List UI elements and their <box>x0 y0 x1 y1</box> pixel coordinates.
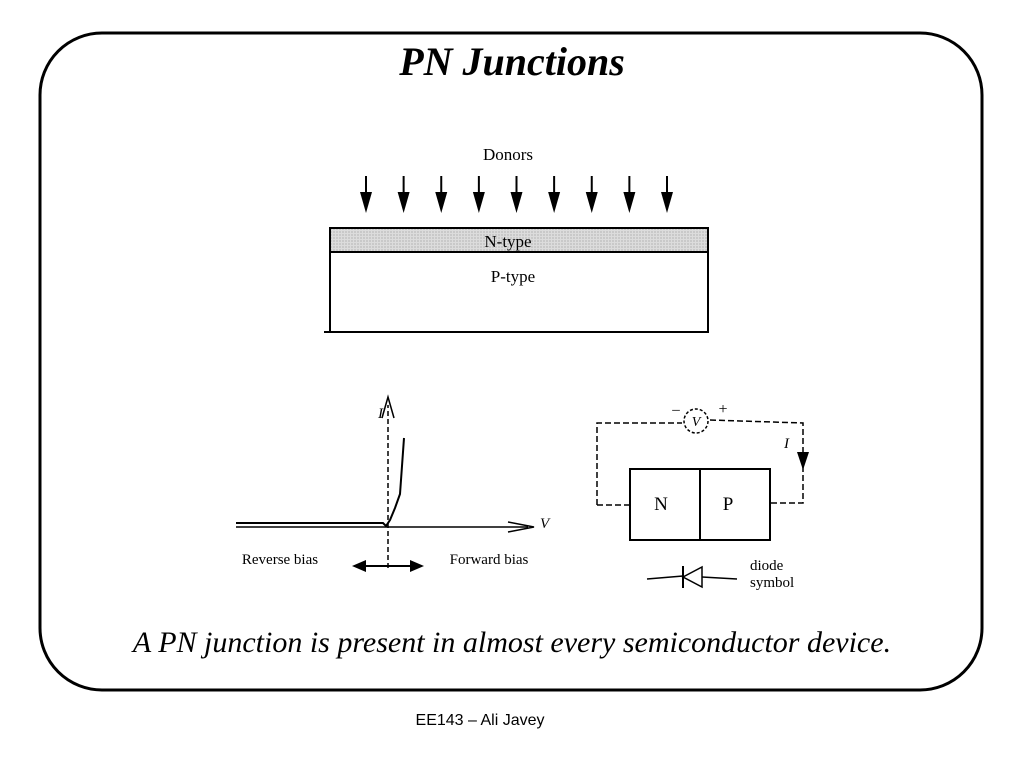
donor-arrow <box>585 176 598 213</box>
p-block-label: P <box>723 494 734 515</box>
donor-arrow <box>435 176 448 213</box>
circuit-wire-right <box>770 448 804 504</box>
n-block-label: N <box>654 494 668 515</box>
n-type-label: N-type <box>484 232 531 251</box>
slide-frame <box>38 31 984 692</box>
donor-arrow <box>623 176 636 213</box>
slide-caption: A PN junction is present in almost every… <box>131 626 891 659</box>
p-type-label: P-type <box>491 267 535 286</box>
donor-arrow <box>510 176 523 213</box>
v-axis-arrowhead <box>507 521 535 533</box>
circuit-wire-top <box>596 419 804 505</box>
reverse-bias-label: Reverse bias <box>242 552 318 568</box>
doping-diagram: Donors N-type P-type <box>324 145 709 333</box>
v-axis-label: V <box>540 516 551 532</box>
i-axis-arrowhead <box>381 394 395 419</box>
voltmeter-label: V <box>692 415 702 430</box>
i-axis-label: I <box>377 406 384 422</box>
plus-sign: + <box>718 401 727 418</box>
donor-arrow <box>472 176 485 213</box>
diode-symbol: diode symbol <box>646 558 794 591</box>
slide-footer: EE143 – Ali Javey <box>416 712 545 729</box>
forward-bias-label: Forward bias <box>450 552 529 568</box>
donor-arrow <box>661 176 673 213</box>
pn-circuit: I V – + N P <box>596 401 809 541</box>
iv-curve-plot: I V Reverse bias Forward bias <box>236 394 551 572</box>
diode-label-line2: symbol <box>750 575 794 591</box>
current-arrow <box>797 452 809 470</box>
donor-arrows <box>360 176 673 213</box>
donor-arrow <box>397 176 410 213</box>
diode-triangle <box>681 565 703 589</box>
diode-label-line1: diode <box>750 558 784 574</box>
donor-arrow <box>548 176 561 213</box>
donors-label: Donors <box>483 145 533 164</box>
donor-arrow <box>360 176 372 213</box>
n-type-layer <box>329 227 709 253</box>
p-type-substrate <box>329 252 709 333</box>
current-label: I <box>783 436 790 452</box>
minus-sign: – <box>671 402 680 418</box>
iv-characteristic-curve <box>236 437 405 528</box>
voltmeter-symbol <box>683 408 709 434</box>
slide-title: PN Junctions <box>398 39 625 84</box>
